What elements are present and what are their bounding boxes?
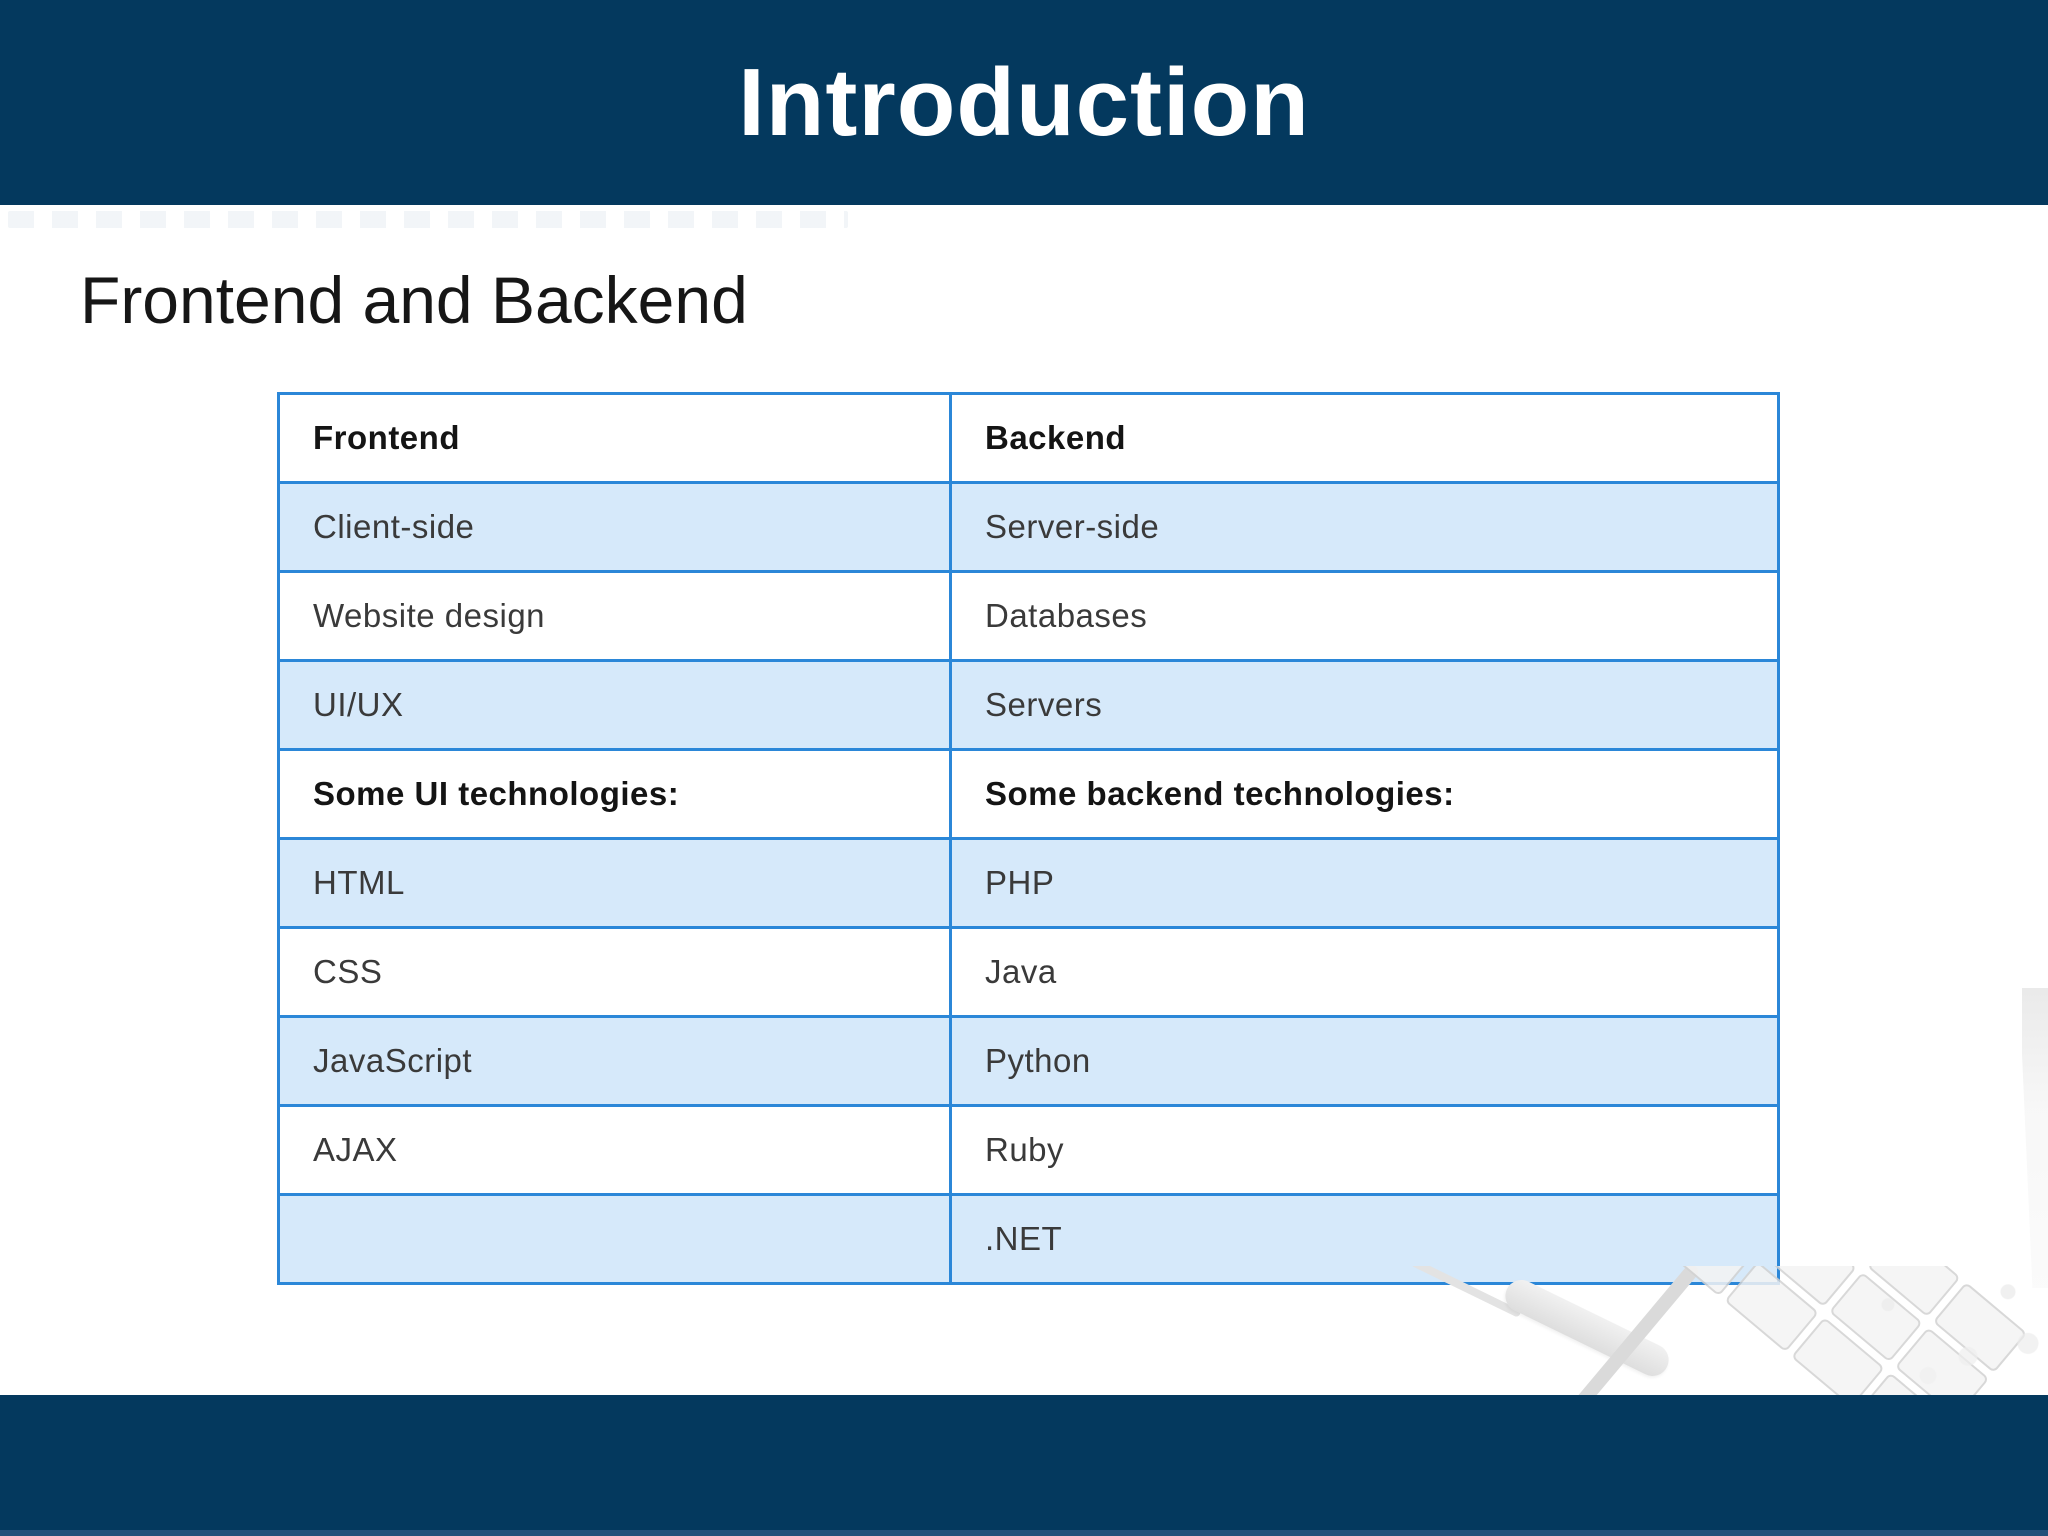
table-cell: Databases	[949, 570, 1780, 662]
keyboard-key	[1894, 1327, 1990, 1395]
pen-icon	[1499, 1274, 1675, 1382]
keyboard-key	[1932, 1282, 2028, 1374]
table-row: JavaScript Python	[277, 1015, 1780, 1107]
keyboard-key	[1856, 1372, 1952, 1395]
frontend-backend-table: Frontend Backend Client-side Server-side…	[277, 392, 1780, 1285]
footer-band	[0, 1395, 2048, 1536]
table-row: Website design Databases	[277, 570, 1780, 662]
table-cell: Client-side	[277, 481, 952, 573]
table-cell	[277, 1193, 952, 1285]
paper-texture	[1848, 1266, 2048, 1395]
table-cell: .NET	[949, 1193, 1780, 1285]
table-row: HTML PHP	[277, 837, 1780, 929]
keyboard-key	[1866, 1266, 1961, 1318]
table-row: Some UI technologies: Some backend techn…	[277, 748, 1780, 840]
table-cell: AJAX	[277, 1104, 952, 1196]
table-cell: HTML	[277, 837, 952, 929]
section-heading: Frontend and Backend	[80, 263, 748, 337]
table-cell: Server-side	[949, 481, 1780, 573]
keyboard-icon	[1613, 1266, 2028, 1395]
table-cell: Some UI technologies:	[277, 748, 952, 840]
table-cell: Ruby	[949, 1104, 1780, 1196]
column-header-frontend: Frontend	[277, 392, 952, 484]
column-header-backend: Backend	[949, 392, 1780, 484]
table-cell: Website design	[277, 570, 952, 662]
keyboard-key	[1790, 1316, 1886, 1395]
table-cell: PHP	[949, 837, 1780, 929]
table-cell: CSS	[277, 926, 952, 1018]
table-cell: UI/UX	[277, 659, 952, 751]
photo-edge-strip	[2022, 988, 2048, 1288]
keyboard-key	[1828, 1271, 1923, 1363]
table-cell: JavaScript	[277, 1015, 952, 1107]
table-row: Client-side Server-side	[277, 481, 1780, 573]
slide-title: Introduction	[738, 48, 1310, 156]
laptop-edge	[1523, 1266, 1701, 1395]
table-row: .NET	[277, 1193, 1780, 1285]
watermark-strip	[8, 211, 848, 228]
table-cell: Python	[949, 1015, 1780, 1107]
table-row: CSS Java	[277, 926, 1780, 1018]
header-band: Introduction	[0, 0, 2048, 205]
laptop-photo-decoration	[1150, 1266, 2048, 1395]
table-cell: Servers	[949, 659, 1780, 751]
table-row: UI/UX Servers	[277, 659, 1780, 751]
table-cell: Some backend technologies:	[949, 748, 1780, 840]
table-cell: Java	[949, 926, 1780, 1018]
table-row: AJAX Ruby	[277, 1104, 1780, 1196]
comparison-table-wrap: Frontend Backend Client-side Server-side…	[277, 392, 1780, 1285]
table-header-row: Frontend Backend	[277, 392, 1780, 484]
